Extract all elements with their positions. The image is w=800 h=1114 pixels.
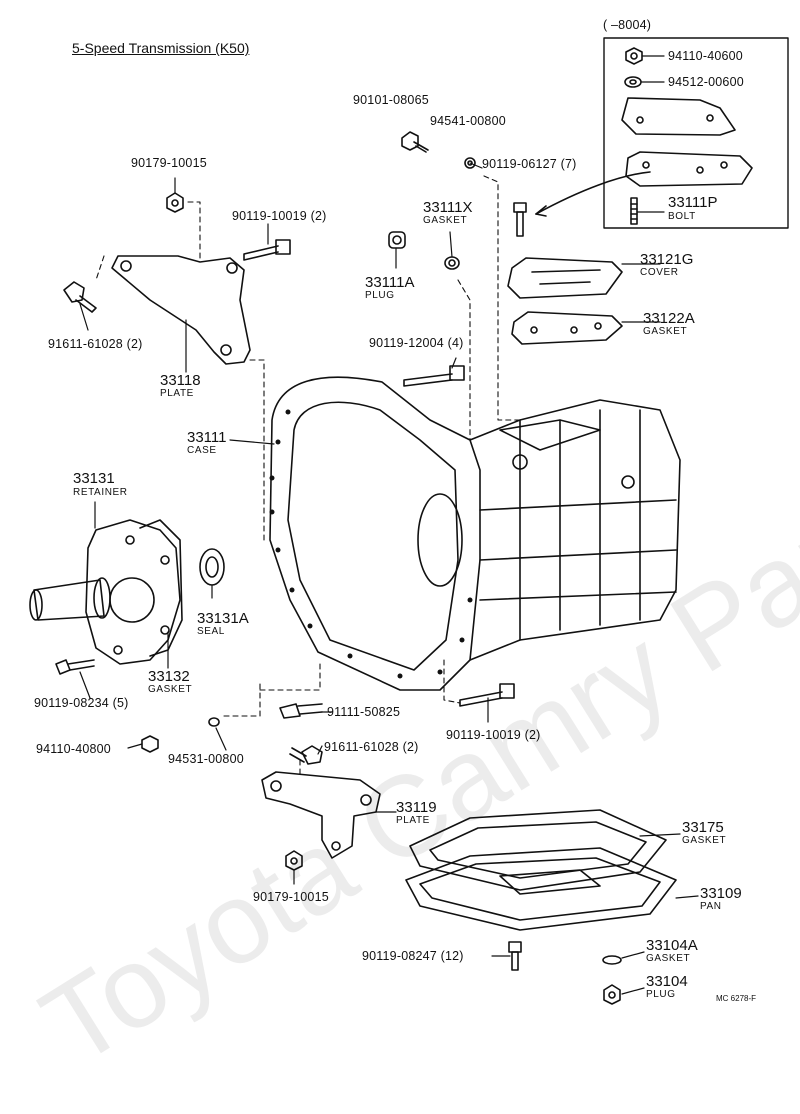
label-33111a: 33111A: [365, 274, 415, 291]
label-90179-10015-top: 90179-10015: [131, 156, 207, 170]
label-90119-10019-top: 90119-10019 (2): [232, 209, 327, 223]
nut-90179-10015-top-icon: [166, 192, 184, 213]
sublabel-33132: GASKET: [148, 684, 193, 695]
bolt-90119-10019-top-icon: [243, 239, 291, 261]
cover-33121g-shape: [507, 257, 623, 299]
sublabel-33104: PLUG: [646, 989, 676, 1000]
bolt-90119-08234-icon: [55, 659, 95, 675]
label-90119-08247: 90119-08247 (12): [362, 949, 464, 963]
inset-plate-icon: [621, 97, 736, 136]
nut-94541-00800-icon: [464, 157, 476, 169]
bolt-91611-61028-top-icon: [63, 281, 97, 313]
alignment-lines: [95, 175, 521, 775]
label-94110-40800: 94110-40800: [36, 742, 111, 756]
gasket-33122a-shape: [511, 311, 623, 345]
inset-bolt-icon: [630, 197, 638, 225]
plug-33111a-icon: [388, 231, 406, 249]
sublabel-33119: PLATE: [396, 815, 430, 826]
sublabel-33111: CASE: [187, 445, 217, 456]
inset-nut-icon: [625, 47, 643, 65]
sublabel-33104a: GASKET: [646, 953, 691, 964]
bolt-90119-06127-icon: [513, 202, 527, 237]
sublabel-33131: RETAINER: [73, 487, 128, 498]
label-94512-00600: 94512-00600: [668, 75, 744, 89]
label-94110-40600: 94110-40600: [668, 49, 743, 63]
label-91611-61028-bot: 91611-61028 (2): [324, 740, 419, 754]
sublabel-33111p: BOLT: [668, 211, 696, 222]
label-33175: 33175: [682, 819, 724, 836]
label-90119-10019-bot: 90119-10019 (2): [446, 728, 541, 742]
sublabel-33122a: GASKET: [643, 326, 688, 337]
bolt-90101-08065-icon: [401, 131, 429, 153]
label-90101-08065: 90101-08065: [353, 93, 429, 107]
label-33122a: 33122A: [643, 310, 695, 327]
sublabel-33131a: SEAL: [197, 626, 225, 637]
retainer-33131-shape: [29, 519, 181, 665]
sublabel-33175: GASKET: [682, 835, 727, 846]
label-90119-08234: 90119-08234 (5): [34, 696, 129, 710]
label-33111p: 33111P: [668, 194, 718, 211]
diagram-code: MC 6278-F: [716, 994, 757, 1003]
gasket-33104a-icon: [602, 955, 622, 965]
inset-box: [603, 37, 789, 229]
label-33104: 33104: [646, 973, 688, 990]
label-33111: 33111: [187, 429, 227, 446]
bolt-90119-10019-bot-icon: [459, 683, 515, 707]
label-90119-12004: 90119-12004 (4): [369, 336, 464, 350]
sublabel-33121g: COVER: [640, 267, 679, 278]
label-33111x: 33111X: [423, 199, 473, 216]
plate-33118-shape: [111, 255, 251, 365]
bolt-90119-08247-icon: [508, 941, 522, 971]
gasket-33132-shape: [139, 519, 183, 657]
seal-33131a-icon: [199, 548, 225, 586]
inset-serial-range: ( –8004): [603, 18, 652, 32]
nut-90179-10015-bot-icon: [285, 850, 303, 871]
inset-cover-icon: [625, 151, 753, 187]
label-90119-06127: 90119-06127 (7): [482, 157, 577, 171]
case-33111-shape: [269, 376, 681, 691]
gasket-33111x-icon: [444, 256, 460, 270]
label-94531-00800: 94531-00800: [168, 752, 244, 766]
sublabel-33111a: PLUG: [365, 290, 395, 301]
label-33109: 33109: [700, 885, 742, 902]
label-33131a: 33131A: [197, 610, 249, 627]
washer-94531-00800-icon: [208, 717, 220, 727]
gasket-33175-shape: [409, 809, 667, 891]
pan-33109-shape: [405, 847, 677, 931]
label-33132: 33132: [148, 668, 190, 685]
sublabel-33111x: GASKET: [423, 215, 468, 226]
sublabel-33109: PAN: [700, 901, 722, 912]
inset-washer-icon: [624, 76, 642, 88]
plug-33104-icon: [603, 984, 621, 1005]
inset-arrow: [535, 171, 651, 215]
label-33104a: 33104A: [646, 937, 698, 954]
bolt-90119-12004-icon: [403, 365, 465, 387]
sublabel-33118: PLATE: [160, 388, 194, 399]
label-33131: 33131: [73, 470, 115, 487]
bolt-91611-61028-bot-icon: [289, 745, 323, 765]
label-33118: 33118: [160, 372, 201, 389]
inset-arrowhead: [535, 205, 547, 217]
label-33121g: 33121G: [640, 251, 694, 268]
nut-94110-40800-icon: [141, 735, 159, 753]
diagram-title: 5-Speed Transmission (K50): [72, 40, 250, 56]
label-91111-50825: 91111-50825: [327, 705, 401, 719]
leader-lines: [79, 55, 699, 995]
label-90179-10015-bot: 90179-10015: [253, 890, 329, 904]
bolt-91111-50825-icon: [279, 703, 323, 719]
label-33119: 33119: [396, 799, 437, 816]
label-91611-61028-top: 91611-61028 (2): [48, 337, 143, 351]
plate-33119-shape: [261, 771, 381, 859]
label-94541-00800: 94541-00800: [430, 114, 506, 128]
